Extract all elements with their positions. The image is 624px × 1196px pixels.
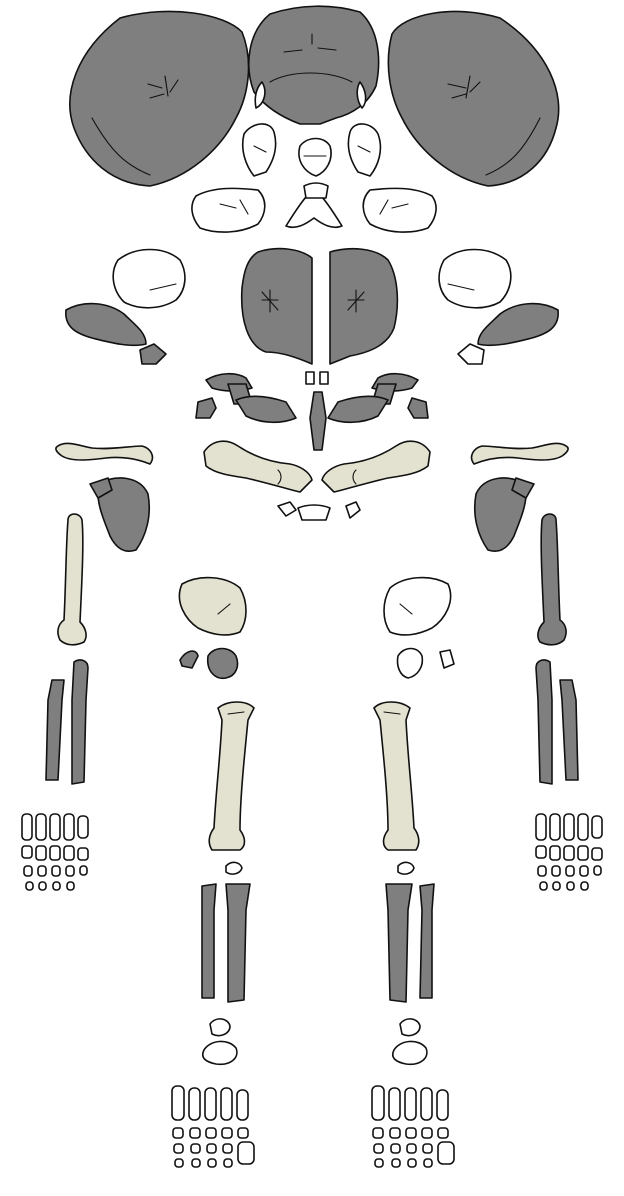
patella-unshaded-right [397,649,454,679]
foot-left [172,1086,254,1167]
os-coxa-left-light [204,441,312,492]
temporal-right [363,188,436,232]
ischium-left [236,396,296,422]
vertebra-small-1 [306,372,314,384]
foot-right [372,1086,454,1167]
clavicle-left [56,443,153,464]
femur-left [209,702,254,850]
lower-leg-right [386,884,434,1002]
humeral-head-left-unshaded [113,250,185,308]
forearm-left [46,660,88,784]
pubic-right [458,344,484,364]
rib-block-left [66,304,146,346]
hand-left [22,814,88,890]
sacrum-column [310,392,326,450]
epiphysis-right [398,862,414,874]
femoral-head-right-unshaded [384,578,451,635]
humerus-left [58,514,86,645]
petrous-left [243,124,276,176]
scapula-right [475,478,534,551]
ischium-right [328,396,388,422]
forearm-right [536,660,578,784]
sphenoid-body [299,139,331,177]
ilium-left [242,249,312,364]
pubic-left [140,344,166,364]
tarsals-left [203,1019,237,1064]
epiphysis-left [226,862,242,874]
patella-dark-left [180,649,238,679]
parietal-right [388,11,558,186]
humerus-right [538,514,566,645]
hand-right [536,814,602,890]
femoral-head-left-light [179,578,246,635]
pubis-small-right [408,398,428,418]
scapula-left [90,478,149,551]
lower-leg-left [202,884,250,1002]
humeral-head-right-unshaded [439,250,511,308]
vertebra-small-2 [320,372,328,384]
ilium-right [330,249,397,364]
os-coxa-right-light [322,441,430,492]
sphenoid-wings [286,183,342,227]
rib-block-right [478,304,558,346]
tarsals-right [393,1019,427,1064]
femur-right [374,702,419,850]
clavicle-right [472,443,569,464]
pubis-small-left [196,398,216,418]
temporal-left [192,188,265,232]
parietal-left [70,11,249,186]
petrous-right [348,124,380,176]
vertebral-bodies-small [278,502,360,520]
occipital-squama [249,6,379,124]
